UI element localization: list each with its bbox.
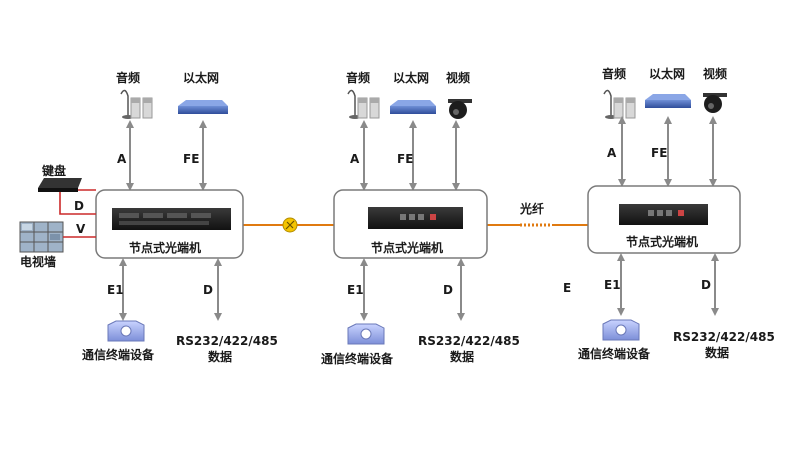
side-v-label: V xyxy=(76,222,86,236)
comm-terminal-icon xyxy=(107,320,145,342)
node-2: 音频 以太网 视频 A FE 节点式光端机 E1 D xyxy=(321,70,520,366)
serial-label-line2: 数据 xyxy=(208,349,232,364)
link-a-label: A xyxy=(607,146,617,160)
ethernet-label: 以太网 xyxy=(183,70,219,85)
link-fe-label: FE xyxy=(651,146,667,160)
link-d-label: D xyxy=(701,278,711,292)
dome-camera-icon xyxy=(703,93,727,113)
tv-wall-icon xyxy=(19,221,64,253)
audio-label: 音频 xyxy=(602,66,626,81)
link-e1-label: E1 xyxy=(107,283,124,297)
comm-terminal-icon xyxy=(347,323,385,345)
side-d-label: D xyxy=(74,199,84,213)
serial-label-line1: RS232/422/485 xyxy=(673,330,775,344)
video-label: 视频 xyxy=(446,70,470,85)
audio-label: 音频 xyxy=(346,70,370,85)
ethernet-switch-icon xyxy=(390,100,436,114)
node-label: 节点式光端机 xyxy=(371,240,443,255)
audio-label: 音频 xyxy=(116,70,140,85)
ethernet-label: 以太网 xyxy=(649,66,685,81)
fiber-label: 光纤 xyxy=(519,201,544,216)
ethernet-switch-icon xyxy=(178,100,228,114)
optical-transceiver-icon xyxy=(619,204,708,225)
video-label: 视频 xyxy=(703,66,727,81)
serial-label-line2: 数据 xyxy=(705,345,729,360)
serial-label-line1: RS232/422/485 xyxy=(176,334,278,348)
audio-device-icon xyxy=(603,89,636,119)
optical-transceiver-icon xyxy=(112,208,231,230)
keyboard-icon xyxy=(38,178,82,192)
serial-label-line2: 数据 xyxy=(450,349,474,364)
audio-device-icon xyxy=(347,89,380,119)
comm-terminal-icon xyxy=(602,319,640,341)
stray-e-label: E xyxy=(563,281,571,295)
dome-camera-icon xyxy=(448,99,472,119)
link-e1-label: E1 xyxy=(347,283,364,297)
node-3: 音频 以太网 视频 A FE 节点式光端机 E1 D E xyxy=(563,66,775,361)
optical-transceiver-icon xyxy=(368,207,463,229)
link-fe-label: FE xyxy=(183,152,199,166)
link-a-label: A xyxy=(350,152,360,166)
keyboard-label: 键盘 xyxy=(41,163,66,178)
node-label: 节点式光端机 xyxy=(129,240,201,255)
serial-label-line1: RS232/422/485 xyxy=(418,334,520,348)
comm-device-label: 通信终端设备 xyxy=(321,351,394,366)
link-e1-label: E1 xyxy=(604,278,621,292)
link-d-label: D xyxy=(203,283,213,297)
node-label: 节点式光端机 xyxy=(626,234,698,249)
node-1: 音频 以太网 A FE 节点式光端机 键盘 D xyxy=(19,70,278,364)
ethernet-label: 以太网 xyxy=(393,70,429,85)
ethernet-switch-icon xyxy=(645,94,691,108)
keyboard-d-link-line xyxy=(59,192,96,215)
tv-wall-label: 电视墙 xyxy=(20,254,56,269)
link-d-label: D xyxy=(443,283,453,297)
link-fe-label: FE xyxy=(397,152,413,166)
comm-device-label: 通信终端设备 xyxy=(578,346,651,361)
comm-device-label: 通信终端设备 xyxy=(82,347,155,362)
audio-device-icon xyxy=(120,89,153,119)
link-a-label: A xyxy=(117,152,127,166)
fiber-coupler-icon xyxy=(282,217,298,233)
